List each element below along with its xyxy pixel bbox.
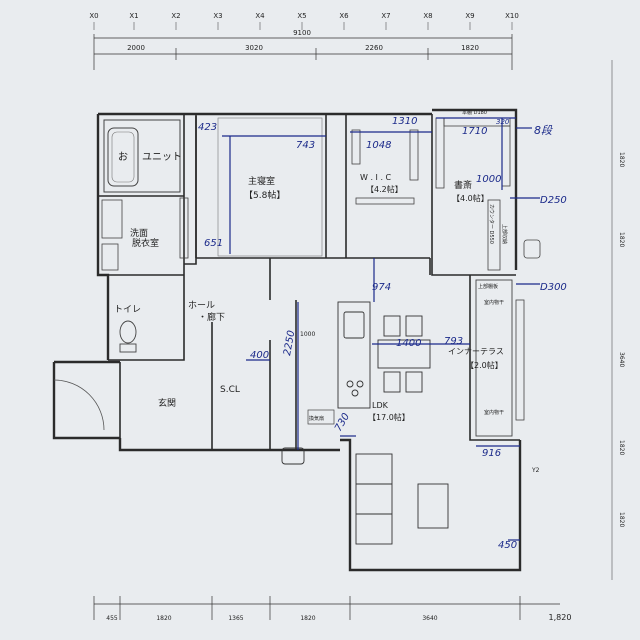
dim-top-3: 2260 — [365, 44, 383, 52]
hand-916: 916 — [482, 448, 501, 459]
dim-bottom-3: 1365 — [228, 615, 243, 622]
entrance-label: 玄関 — [158, 397, 176, 409]
living-furniture — [281, 447, 449, 545]
grid-x3: X3 — [213, 12, 222, 20]
dim-top-2: 3020 — [245, 44, 263, 52]
grid-y-label: Y2 — [531, 467, 540, 474]
hand-D300: D300 — [540, 282, 567, 293]
grid-ticks-top — [93, 22, 513, 30]
entrance-door-swing — [53, 379, 105, 431]
wic-size: 【4.2帖】 — [366, 184, 403, 194]
wic-label: W . I . C — [360, 173, 392, 182]
kitchen — [337, 301, 431, 409]
dim-bottom-2: 1820 — [156, 615, 171, 622]
scl-label: S.CL — [220, 385, 240, 395]
dim-bottom-6: 1,820 — [549, 613, 572, 622]
dim-bottom-5: 3640 — [422, 615, 437, 622]
hand-D250: D250 — [540, 195, 567, 206]
indoor-dry-label-2: 室内物干 — [484, 409, 504, 416]
wash-label-2: 脱衣室 — [132, 237, 159, 249]
grid-labels-right: 1820 1820 3640 1820 1820 Y2 — [531, 152, 625, 527]
hand-793: 793 — [444, 336, 463, 347]
hand-743: 743 — [296, 140, 315, 151]
hand-400: 400 — [250, 350, 269, 361]
dim-top-4: 1820 — [461, 44, 479, 52]
dim-bottom-1: 455 — [106, 615, 118, 622]
hand-1000: 1000 — [476, 174, 501, 185]
grid-x6: X6 — [339, 12, 349, 20]
inner-terrace-label: インナーテラス — [448, 347, 504, 356]
toilet-fixture — [119, 320, 137, 353]
dim-total-top: 9100 — [293, 29, 311, 37]
grid-x7: X7 — [381, 12, 390, 20]
hand-974: 974 — [372, 282, 391, 293]
bath-unit — [103, 119, 181, 193]
wash-fixtures — [101, 197, 189, 271]
hand-8dan: 8段 — [534, 124, 553, 137]
bath-label: ユニット — [142, 152, 182, 163]
handwritten-annotations — [222, 117, 540, 541]
counter-label: カウンター D550 — [488, 204, 495, 244]
inner-terrace-frame — [475, 279, 513, 437]
dim-top-1: 2000 — [127, 44, 145, 52]
wash-label: 洗面 — [130, 227, 148, 239]
bottom-dimension-lines — [93, 596, 560, 620]
grid-x5: X5 — [297, 12, 306, 20]
hall-label: ホール — [188, 300, 215, 311]
ventilation-box — [307, 409, 335, 425]
study-shelf-note: 本棚 D180 — [462, 109, 487, 116]
dim-right-4: 1820 — [618, 440, 625, 455]
grid-x10: X10 — [505, 12, 519, 20]
bath-prefix: お — [118, 151, 128, 163]
dim-right-5: 1820 — [618, 512, 625, 527]
grid-x4: X4 — [255, 12, 265, 20]
ldk-size: 【17.0帖】 — [368, 412, 410, 422]
indoor-dry-label-1: 室内物干 — [484, 299, 504, 306]
grid-x8: X8 — [423, 12, 432, 20]
grid-x1: X1 — [129, 12, 138, 20]
upper-cabinet-label: 上部収納 — [501, 224, 508, 244]
hand-320: 320 — [496, 118, 510, 126]
hand-423: 423 — [198, 122, 217, 133]
grid-labels-top: X0 X1 X2 X3 X4 X5 X6 X7 X8 X9 X10 — [89, 12, 518, 20]
master-label: 主寝室 — [248, 175, 275, 187]
hand-1400: 1400 — [396, 338, 421, 349]
grid-x2: X2 — [171, 12, 180, 20]
master-bed-outline — [217, 117, 323, 257]
study-label: 書斎 — [454, 179, 472, 191]
toilet-label: トイレ — [114, 305, 141, 315]
dim-right-1: 1820 — [618, 152, 625, 167]
ldk-label: LDK — [372, 401, 389, 410]
dim-bottom-4: 1820 — [300, 615, 315, 622]
hand-1310: 1310 — [392, 116, 417, 127]
terrace-window — [515, 299, 525, 421]
grid-x9: X9 — [465, 12, 474, 20]
hand-1710: 1710 — [462, 126, 487, 137]
inner-terrace-size: 【2.0帖】 — [466, 360, 503, 370]
dim-right-3: 3640 — [618, 352, 625, 367]
hall-label-2: ・廊下 — [198, 311, 225, 323]
upper-shelf-label: 上部棚板 — [478, 283, 498, 290]
grid-x0: X0 — [89, 12, 98, 20]
master-size: 【5.8帖】 — [244, 189, 285, 201]
ventilation-label: 換気扇 — [309, 415, 324, 422]
inner-walls — [98, 114, 520, 450]
hand-651: 651 — [204, 238, 223, 249]
dim-right-2: 1820 — [618, 232, 625, 247]
hand-2250: 2250 — [282, 330, 297, 357]
hand-1048: 1048 — [366, 140, 391, 151]
study-size: 【4.0帖】 — [452, 193, 489, 203]
top-dimension-lines — [93, 34, 513, 70]
counter-dim: 1000 — [300, 331, 315, 338]
wic-rails — [351, 129, 419, 205]
hand-450: 450 — [498, 540, 517, 551]
